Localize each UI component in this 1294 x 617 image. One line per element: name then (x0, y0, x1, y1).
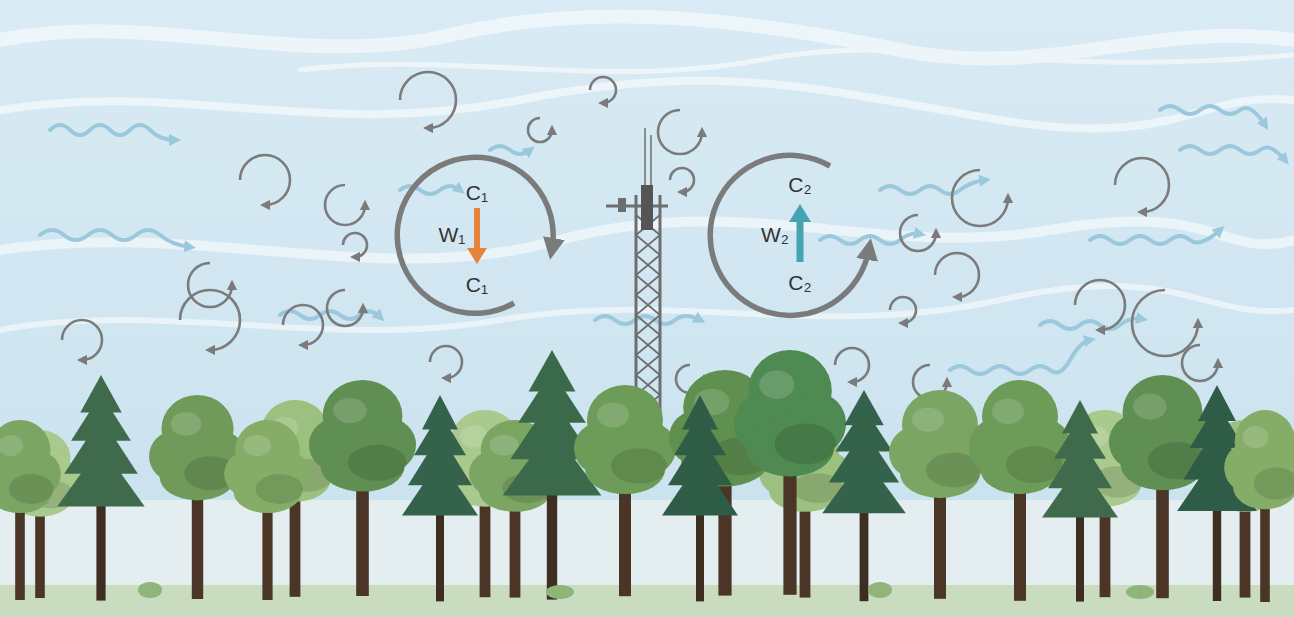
flux-tower (606, 128, 668, 430)
vertical-wind-arrows (467, 204, 811, 264)
concentration-label: C₁ (466, 274, 488, 295)
concentration-label: C₂ (788, 272, 811, 293)
concentration-label: C₁ (466, 182, 488, 203)
concentration-label: C₂ (788, 174, 811, 195)
vertical-wind-label: W₁ (439, 224, 466, 245)
vertical-wind-label: W₂ (761, 224, 789, 245)
